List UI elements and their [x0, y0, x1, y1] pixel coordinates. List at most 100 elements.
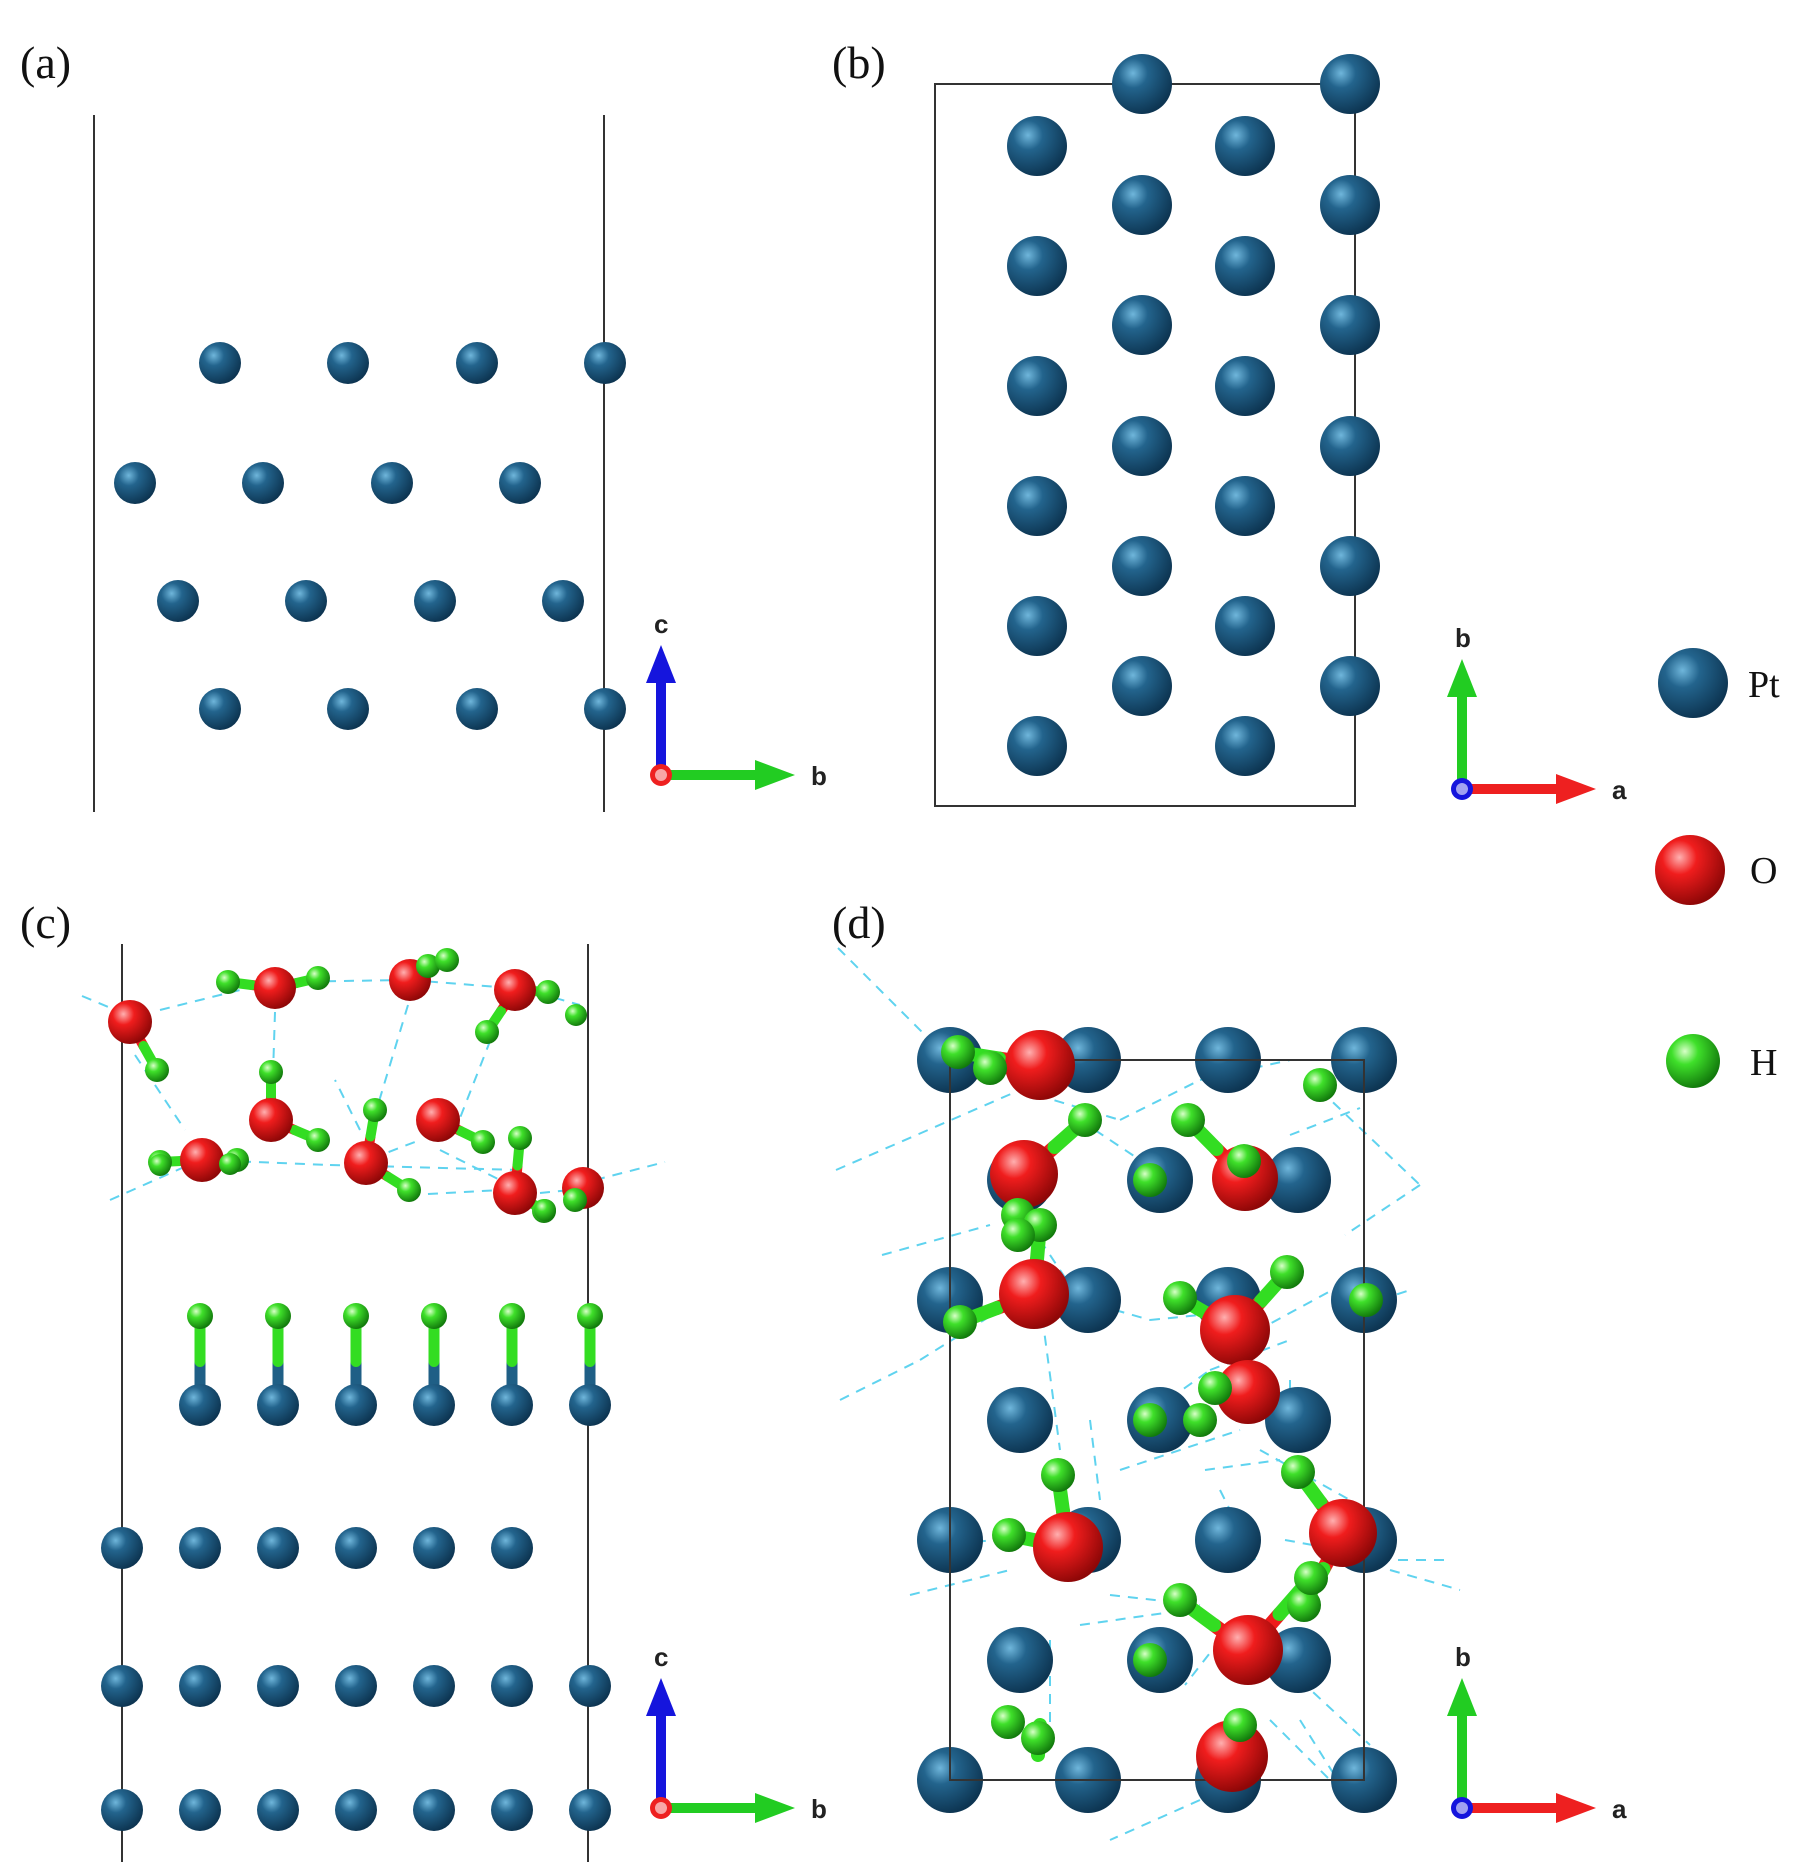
legend-swatch-h — [1666, 1034, 1720, 1088]
h-atom — [1198, 1371, 1232, 1405]
pt-atom — [456, 342, 498, 384]
axis-origin-highlight — [655, 1802, 667, 1814]
h-atom — [187, 1303, 213, 1329]
axis-shaft-a — [1462, 1803, 1560, 1813]
h-atom — [536, 980, 560, 1004]
axis-shaft-a — [1462, 784, 1560, 794]
h-atom — [1270, 1255, 1304, 1289]
pt-atom — [101, 1527, 143, 1569]
legend-item-h: H — [1666, 1034, 1777, 1088]
pt-atom — [157, 580, 199, 622]
h-atom — [1133, 1163, 1167, 1197]
pt-atom — [1007, 476, 1067, 536]
h-atom — [1133, 1403, 1167, 1437]
atoms-b — [1007, 54, 1380, 776]
legend-swatch-o — [1655, 835, 1725, 905]
axis-shaft-b — [1457, 694, 1467, 789]
axis-arrowhead-b — [1447, 659, 1477, 697]
pt-atom — [413, 1384, 455, 1426]
axis-arrowhead-c — [646, 1678, 676, 1716]
h-atom — [1133, 1643, 1167, 1677]
pt-atom — [1007, 356, 1067, 416]
pt-atom — [414, 580, 456, 622]
panel-label-c: (c) — [20, 897, 71, 948]
pt-atom — [114, 462, 156, 504]
atoms-a — [114, 342, 626, 730]
pt-atom — [242, 462, 284, 504]
axis-arrowhead-a — [1556, 1793, 1596, 1823]
pt-atom — [179, 1665, 221, 1707]
h-atom — [219, 1153, 241, 1175]
axis-shaft-b — [661, 770, 759, 780]
pt-atom — [1055, 1267, 1121, 1333]
pt-atom — [179, 1384, 221, 1426]
hydrogen-bond — [1289, 1107, 1361, 1136]
panel-label-a: (a) — [20, 37, 71, 88]
pt-atom — [1215, 236, 1275, 296]
h-atom — [973, 1051, 1007, 1085]
o-atom — [344, 1141, 388, 1185]
pt-atom — [1215, 356, 1275, 416]
pt-atom — [257, 1665, 299, 1707]
pt-atom — [179, 1789, 221, 1831]
h-atom — [1163, 1583, 1197, 1617]
axis-label-b: b — [1455, 1642, 1471, 1672]
pt-atom — [1215, 116, 1275, 176]
axis-origin-highlight — [1456, 783, 1468, 795]
o-atom — [493, 1171, 537, 1215]
hydrogen-bond — [134, 1054, 186, 1131]
o-atom — [1309, 1499, 1377, 1567]
h-atom — [1281, 1455, 1315, 1489]
hydrogen-bond — [409, 1189, 501, 1196]
atoms-c — [101, 948, 611, 1831]
h-atom — [1294, 1561, 1328, 1595]
legend-item-o: O — [1655, 835, 1777, 905]
hydrogen-bond — [594, 1161, 666, 1181]
pt-atom — [987, 1387, 1053, 1453]
h-atom — [565, 1004, 587, 1026]
legend: Pt O H — [1655, 648, 1780, 1088]
hydrogen-bond — [839, 1359, 921, 1401]
legend-item-pt: Pt — [1658, 648, 1780, 718]
axis-triad-b: ba — [1447, 623, 1627, 805]
legend-label-o: O — [1750, 850, 1777, 892]
pt-atom — [499, 462, 541, 504]
axis-triad-a: cb — [646, 609, 827, 791]
pt-atom — [327, 342, 369, 384]
pt-atom — [1007, 116, 1067, 176]
axis-shaft-b — [1457, 1713, 1467, 1808]
hydrogen-bond — [1199, 1059, 1291, 1081]
panel-label-b: (b) — [832, 37, 886, 88]
pt-atom — [335, 1527, 377, 1569]
pt-atom — [1112, 295, 1172, 355]
h-atom — [149, 1154, 171, 1176]
axis-origin-highlight — [1456, 1802, 1468, 1814]
pt-atom — [1112, 175, 1172, 235]
panel-b: ba — [934, 54, 1627, 807]
o-atom — [494, 969, 536, 1011]
pt-atom — [1215, 596, 1275, 656]
pt-atom — [1320, 416, 1380, 476]
o-atom — [416, 1098, 460, 1142]
unit-cell-d — [949, 1059, 1365, 1781]
pt-atom — [1112, 536, 1172, 596]
pt-atom — [456, 688, 498, 730]
pt-atom — [413, 1527, 455, 1569]
h-atom — [421, 1303, 447, 1329]
h-atom — [435, 948, 459, 972]
hydrogen-bond — [1389, 1569, 1461, 1591]
axis-label-b: b — [811, 1794, 827, 1824]
pt-atom — [199, 342, 241, 384]
pt-atom — [584, 688, 626, 730]
h-atom — [475, 1020, 499, 1044]
h-atom — [343, 1303, 369, 1329]
h-atom — [145, 1058, 169, 1082]
hydrogen-bond — [439, 1149, 511, 1186]
pt-atom — [1265, 1147, 1331, 1213]
o-atom — [254, 967, 296, 1009]
pt-atom — [1007, 236, 1067, 296]
pt-atom — [542, 580, 584, 622]
legend-swatch-pt — [1658, 648, 1728, 718]
pt-atom — [1112, 416, 1172, 476]
pt-atom — [371, 462, 413, 504]
